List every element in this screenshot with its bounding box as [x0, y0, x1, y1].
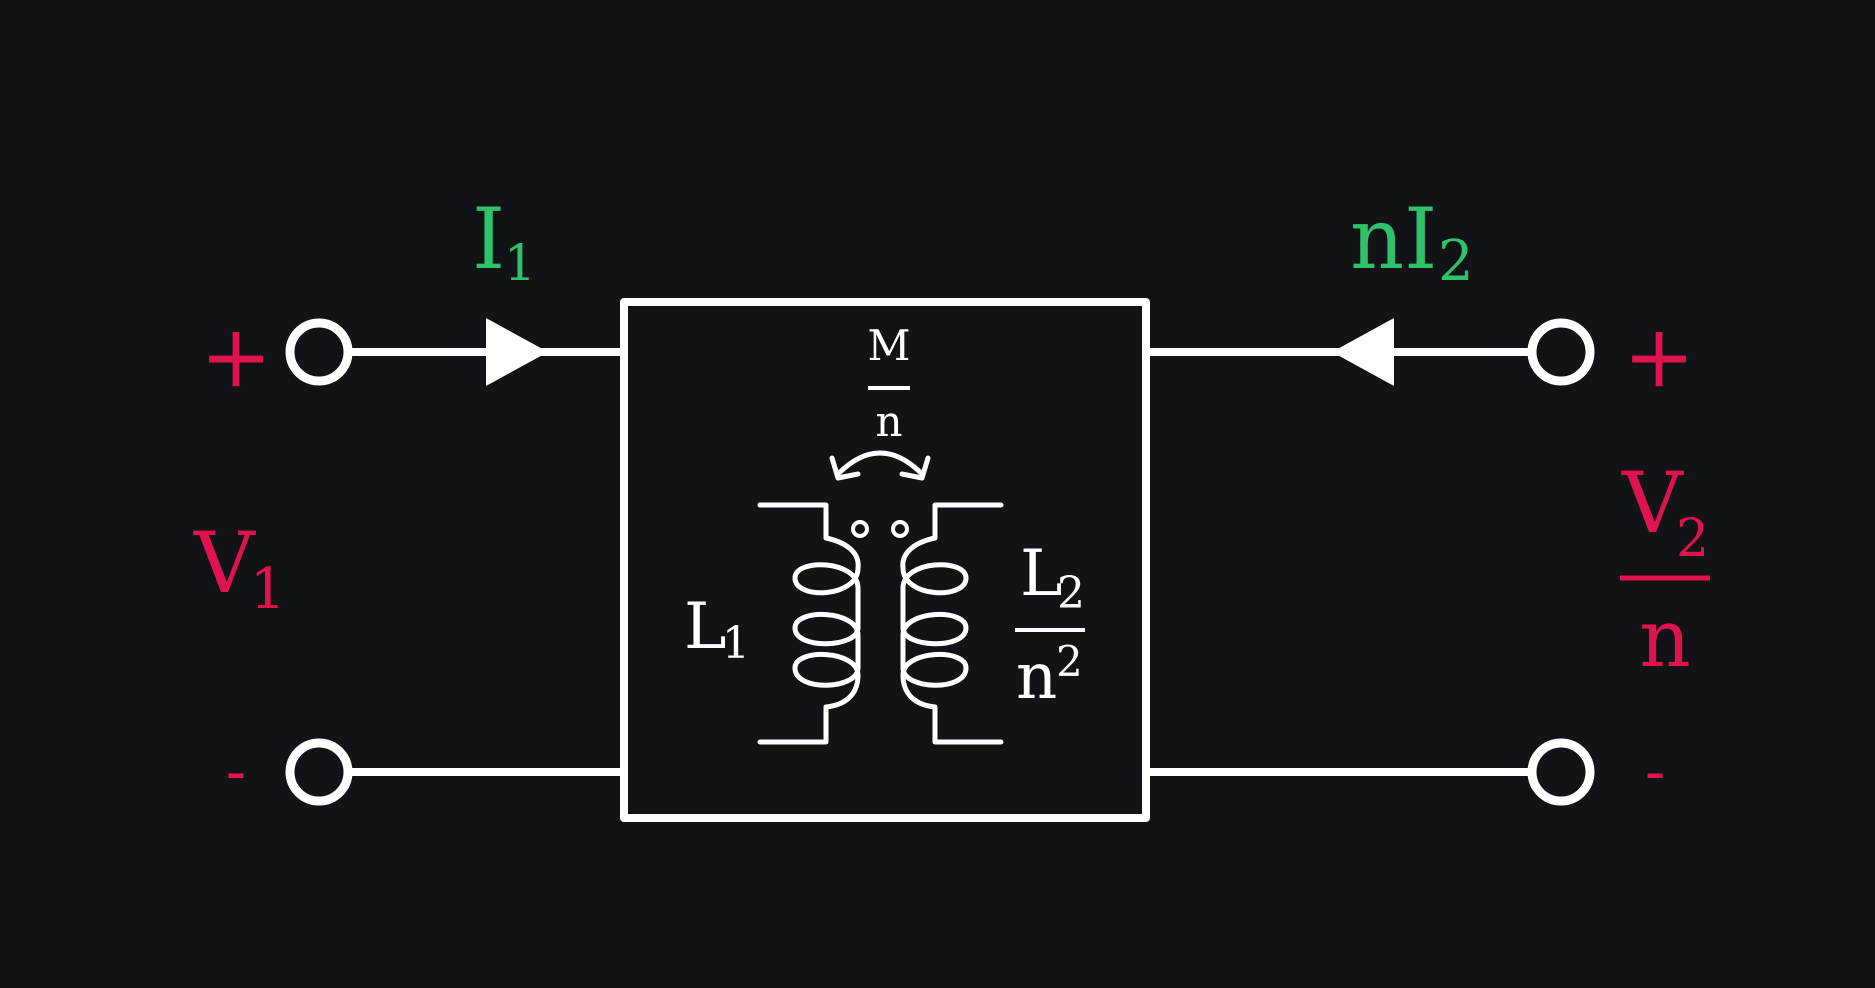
- two-port-box: [620, 298, 1150, 822]
- svg-text:L: L: [1020, 537, 1063, 611]
- terminal-left-bottom: [285, 738, 353, 806]
- polarity-dot-secondary: [891, 520, 909, 538]
- inductance-label-l2-over-n2: L 2 n 2: [1016, 537, 1085, 714]
- inductance-label-l1: L 1: [684, 590, 750, 669]
- minus-sign-right: -: [1645, 737, 1665, 807]
- mutual-inductance-label: M n: [867, 321, 910, 446]
- svg-text:1: 1: [722, 618, 750, 669]
- terminal-right-bottom: [1527, 738, 1595, 806]
- svg-text:2: 2: [1057, 568, 1085, 619]
- terminal-left-top: [285, 318, 353, 386]
- svg-text:n: n: [1016, 640, 1057, 714]
- svg-text:1: 1: [250, 557, 286, 622]
- svg-text:2: 2: [1438, 229, 1474, 294]
- current-label-i1: I 1: [472, 190, 536, 292]
- svg-text:I: I: [472, 190, 505, 288]
- secondary-winding: [900, 502, 1004, 745]
- svg-text:V: V: [1621, 454, 1684, 552]
- svg-text:2: 2: [1056, 637, 1083, 686]
- svg-text:L: L: [684, 590, 727, 664]
- voltage-label-v2-over-n: V 2 n: [1621, 454, 1709, 685]
- terminal-right-top: [1527, 318, 1595, 386]
- coupling-arrowhead-left: [829, 455, 861, 481]
- current-arrow-right: [1332, 318, 1394, 386]
- svg-text:nI: nI: [1350, 190, 1437, 288]
- voltage-label-v1: V 1: [193, 514, 286, 622]
- plus-sign-right: +: [1623, 307, 1695, 407]
- polarity-dot-primary: [851, 520, 869, 538]
- plus-sign-left: +: [200, 307, 272, 407]
- minus-sign-left: -: [226, 737, 246, 807]
- svg-text:n: n: [875, 397, 902, 446]
- svg-text:n: n: [1639, 592, 1691, 685]
- current-label-ni2: nI 2: [1350, 190, 1474, 294]
- svg-text:2: 2: [1676, 509, 1709, 569]
- primary-winding: [757, 502, 861, 745]
- svg-text:1: 1: [504, 234, 536, 292]
- svg-text:M: M: [867, 321, 910, 370]
- svg-text:V: V: [193, 514, 256, 612]
- mutual-coupling-arrow: [835, 450, 925, 477]
- coupling-arrowhead-right: [899, 455, 931, 481]
- current-arrow-left: [486, 318, 548, 386]
